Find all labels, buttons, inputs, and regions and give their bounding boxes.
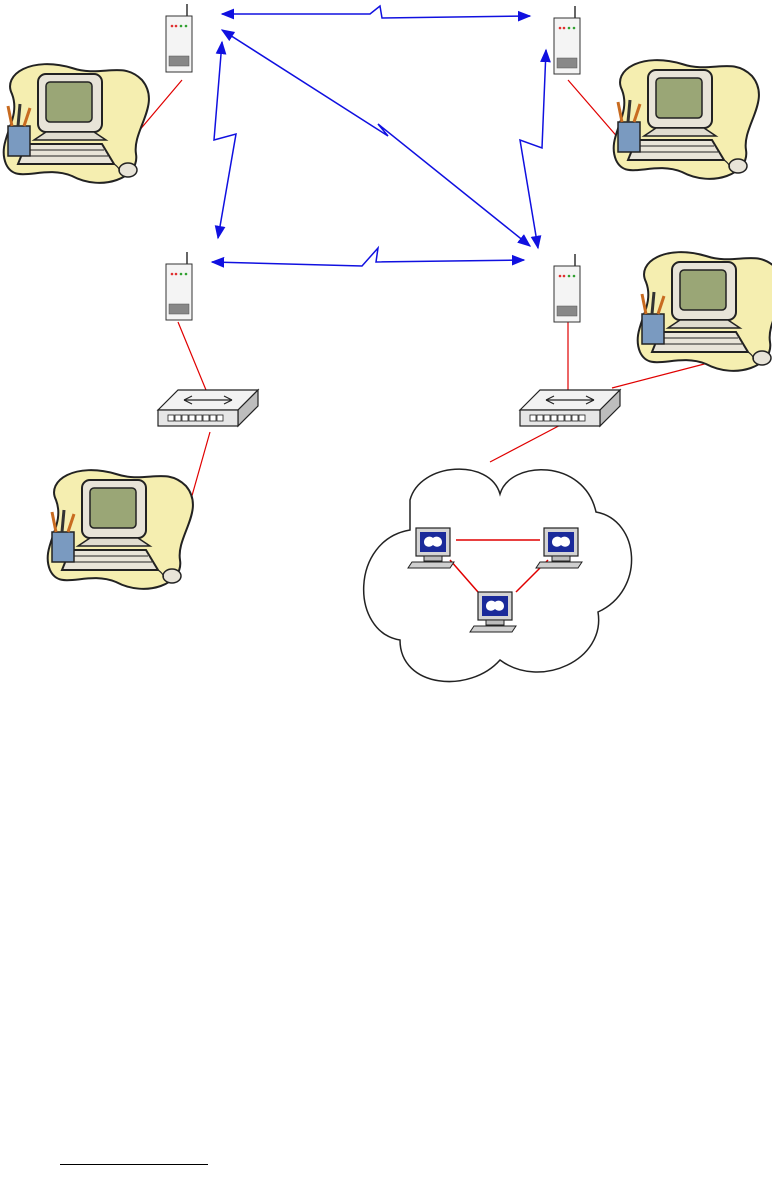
- wireless-link-left: [214, 42, 236, 238]
- wire-switch-pc-br: [612, 362, 712, 388]
- wireless-link-top: [222, 6, 530, 18]
- radio-modem-bottom-left: [166, 252, 192, 320]
- footnote-rule: [60, 1164, 208, 1165]
- wireless-link-bottom: [212, 248, 524, 266]
- radio-modem-top-right: [554, 6, 580, 74]
- radio-modem-top-left: [166, 4, 192, 72]
- switch-left: [158, 390, 258, 426]
- workstation-bottom-left: [48, 470, 193, 589]
- workstation-top-left: [4, 64, 149, 183]
- workstation-bottom-right: [638, 252, 772, 371]
- wireless-links: [212, 6, 546, 266]
- radio-modem-bottom-right: [554, 254, 580, 322]
- switch-right: [520, 390, 620, 426]
- wire-radio-tr-pc: [568, 80, 620, 140]
- wire-radio-bl-switch: [178, 322, 206, 390]
- wireless-link-diagonal: [222, 30, 530, 246]
- wireless-link-right: [520, 50, 546, 248]
- workstation-top-right: [614, 60, 759, 179]
- network-cloud: [364, 469, 632, 681]
